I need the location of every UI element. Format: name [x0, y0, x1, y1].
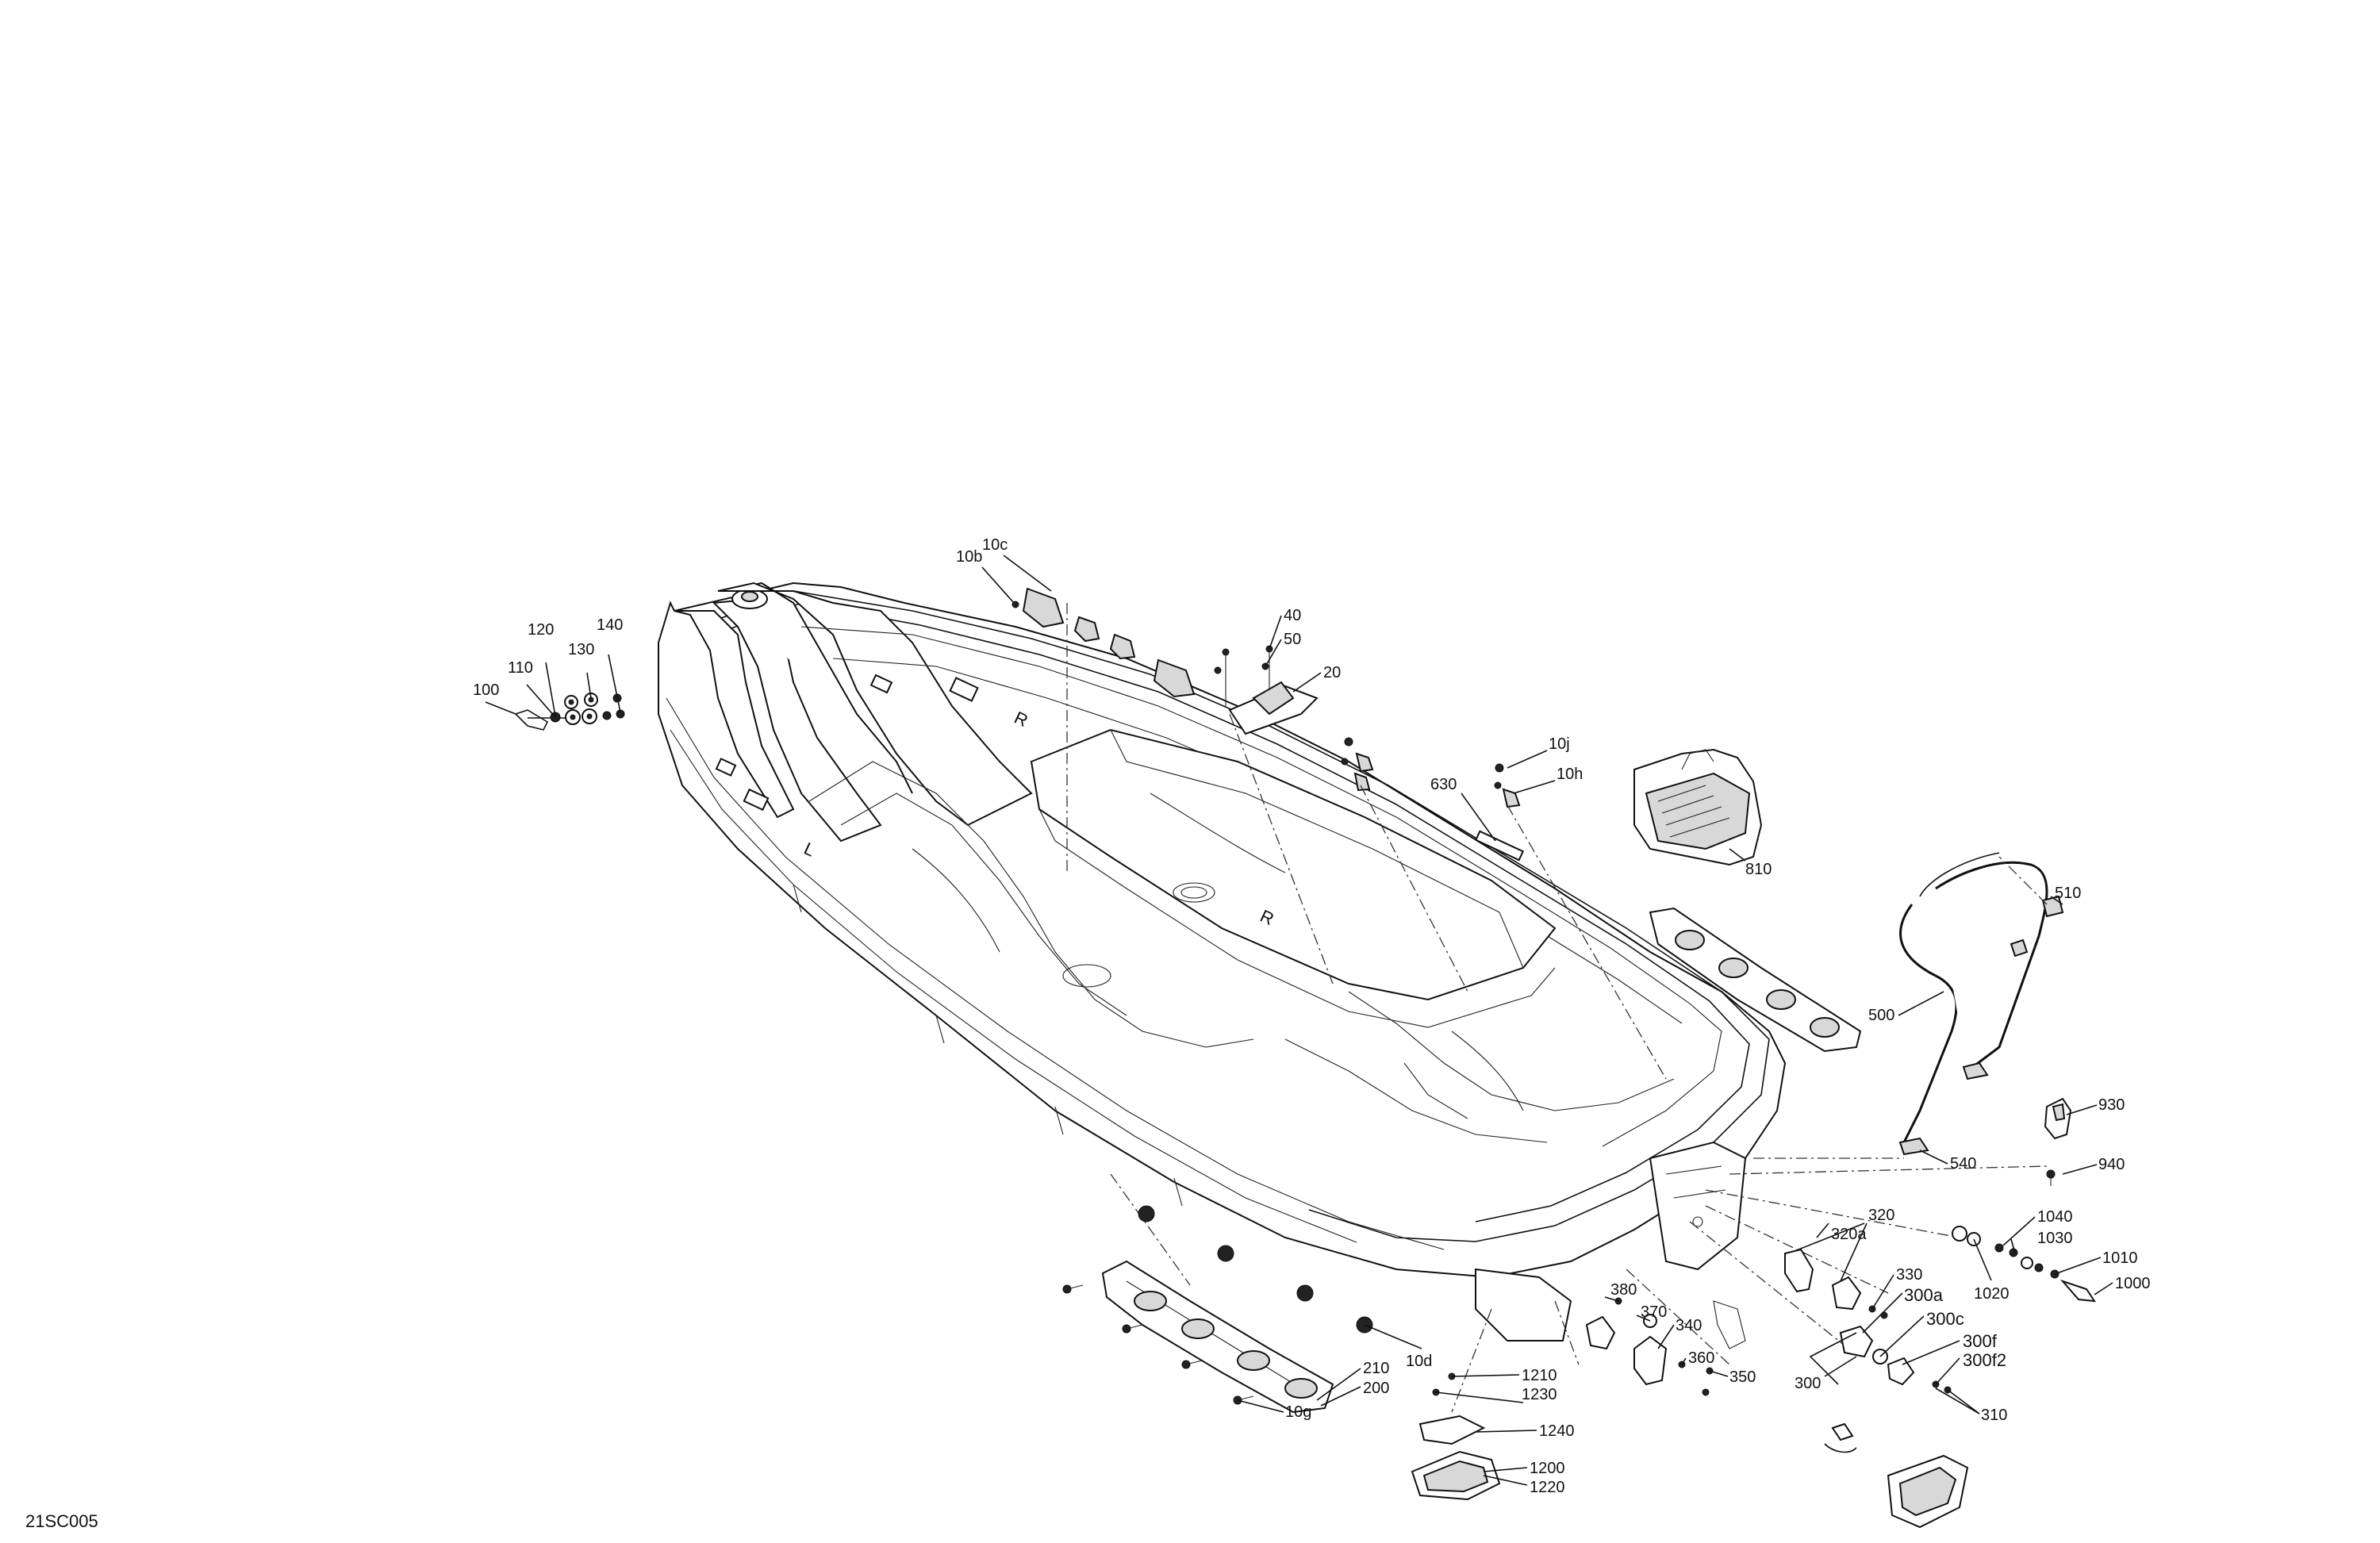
callout-10h: 10h: [1557, 766, 1583, 783]
callout-340: 340: [1676, 1317, 1702, 1334]
callout-940: 940: [2098, 1156, 2125, 1173]
callout-120: 120: [528, 621, 554, 639]
callout-310: 310: [1981, 1407, 2007, 1424]
callout-10j: 10j: [1549, 735, 1570, 753]
callout-1040: 1040: [2037, 1208, 2073, 1226]
callout-130: 130: [568, 641, 594, 658]
callout-1210: 1210: [1522, 1367, 1557, 1384]
callout-140: 140: [597, 616, 623, 634]
callout-200: 200: [1363, 1380, 1389, 1397]
callout-1000: 1000: [2115, 1275, 2151, 1292]
callout-350: 350: [1729, 1368, 1756, 1386]
callout-300f: 300f: [1963, 1331, 1998, 1351]
callout-300f2: 300f2: [1963, 1350, 2006, 1370]
callout-210: 210: [1363, 1360, 1389, 1377]
drawing-code: 21SC005: [25, 1511, 98, 1531]
vent-tubes: [1898, 852, 2064, 1156]
callout-1200: 1200: [1530, 1460, 1565, 1477]
callout-110: 110: [508, 659, 533, 677]
side-rail-left: [1062, 1205, 1373, 1414]
bottom-step-plate: [1411, 1372, 1501, 1501]
callout-930: 930: [2098, 1096, 2125, 1114]
callout-1030: 1030: [2037, 1230, 2073, 1247]
callout-810: 810: [1745, 861, 1772, 878]
callout-1010: 1010: [2102, 1249, 2138, 1267]
callout-330: 330: [1896, 1266, 1922, 1284]
callout-40: 40: [1284, 607, 1301, 624]
callout-370: 370: [1641, 1303, 1667, 1321]
callout-10c: 10c: [982, 536, 1008, 554]
leader-lines: [485, 555, 2113, 1486]
callout-380: 380: [1610, 1281, 1637, 1299]
callout-510: 510: [2055, 885, 2081, 902]
callout-1220: 1220: [1530, 1479, 1565, 1496]
callout-100: 100: [473, 681, 499, 699]
callout-10b: 10b: [956, 548, 982, 566]
hull-body: L R R: [658, 582, 1787, 1341]
callout-300c: 300c: [1926, 1309, 1964, 1329]
drain-plug-930: [2044, 1097, 2072, 1186]
callout-1240: 1240: [1539, 1422, 1575, 1440]
callout-10d: 10d: [1406, 1353, 1432, 1370]
callout-300a: 300a: [1904, 1285, 1944, 1305]
callout-10g: 10g: [1285, 1403, 1311, 1421]
callout-50: 50: [1284, 631, 1301, 648]
callout-300: 300: [1795, 1375, 1821, 1392]
callout-labels: 10c 10b 40 50 20 120 140 130 110 100 10j…: [473, 536, 2151, 1496]
callout-500: 500: [1868, 1007, 1894, 1024]
storage-bin-810: [1633, 748, 1763, 866]
side-rail-right: [1649, 907, 1862, 1053]
callout-360: 360: [1688, 1349, 1714, 1367]
bow-eye-hardware: [514, 693, 625, 731]
top-grab-handles: [1012, 587, 1334, 985]
callout-630: 630: [1430, 776, 1457, 793]
callout-320: 320: [1868, 1207, 1894, 1224]
callout-1230: 1230: [1522, 1386, 1557, 1403]
callout-540: 540: [1950, 1155, 1976, 1173]
deck-clips: [1341, 737, 1667, 1080]
stern-hardware: [1585, 1226, 2097, 1529]
callout-320a: 320a: [1831, 1226, 1867, 1243]
callout-20: 20: [1323, 664, 1341, 681]
callout-1020: 1020: [1974, 1285, 2010, 1303]
